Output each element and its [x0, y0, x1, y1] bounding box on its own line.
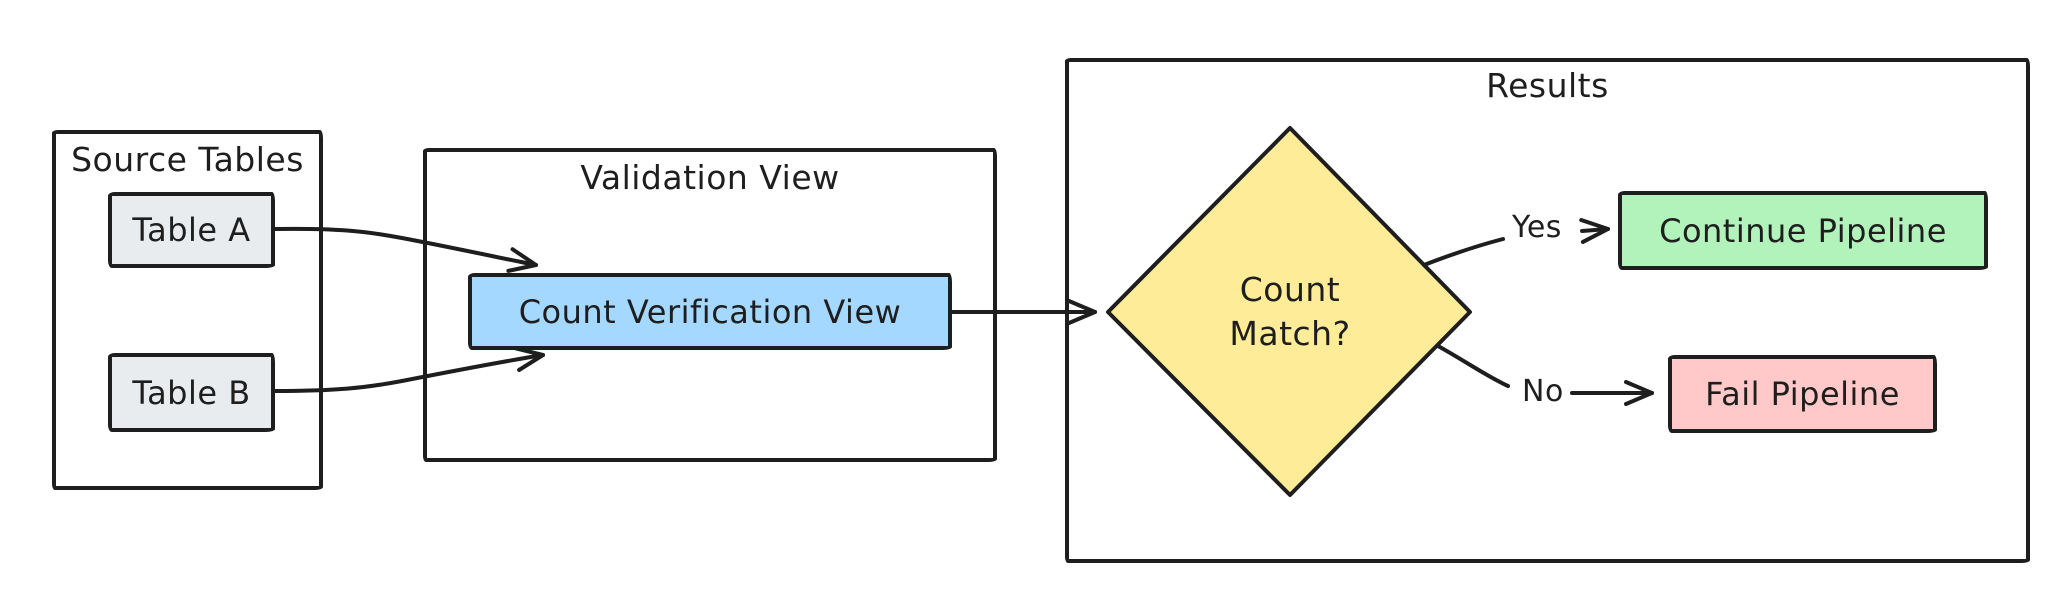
node-fail-pipeline: Fail Pipeline [1668, 355, 1937, 433]
edge-label-no: No [1522, 374, 1564, 409]
group-results-title: Results [1486, 66, 1609, 105]
node-table-a: Table A [108, 192, 275, 268]
node-fail-pipeline-label: Fail Pipeline [1705, 375, 1900, 413]
node-table-b: Table B [108, 353, 275, 432]
node-table-b-label: Table B [132, 373, 251, 412]
decision-diamond-label-line1: Count [1239, 270, 1341, 309]
node-count-verification-view-label: Count Verification View [518, 292, 902, 331]
group-source-tables [52, 130, 323, 490]
decision-diamond-label: Count Match? [1165, 268, 1415, 356]
node-count-verification-view: Count Verification View [468, 273, 952, 350]
group-validation-view [423, 148, 997, 462]
node-table-a-label: Table A [132, 211, 251, 249]
decision-diamond-label-line2: Match? [1229, 314, 1351, 353]
group-results [1065, 58, 2030, 563]
group-source-tables-title: Source Tables [71, 140, 304, 179]
node-continue-pipeline: Continue Pipeline [1618, 191, 1988, 270]
node-continue-pipeline-label: Continue Pipeline [1659, 211, 1947, 250]
edge-label-yes: Yes [1512, 210, 1562, 245]
group-validation-view-title: Validation View [580, 158, 840, 197]
